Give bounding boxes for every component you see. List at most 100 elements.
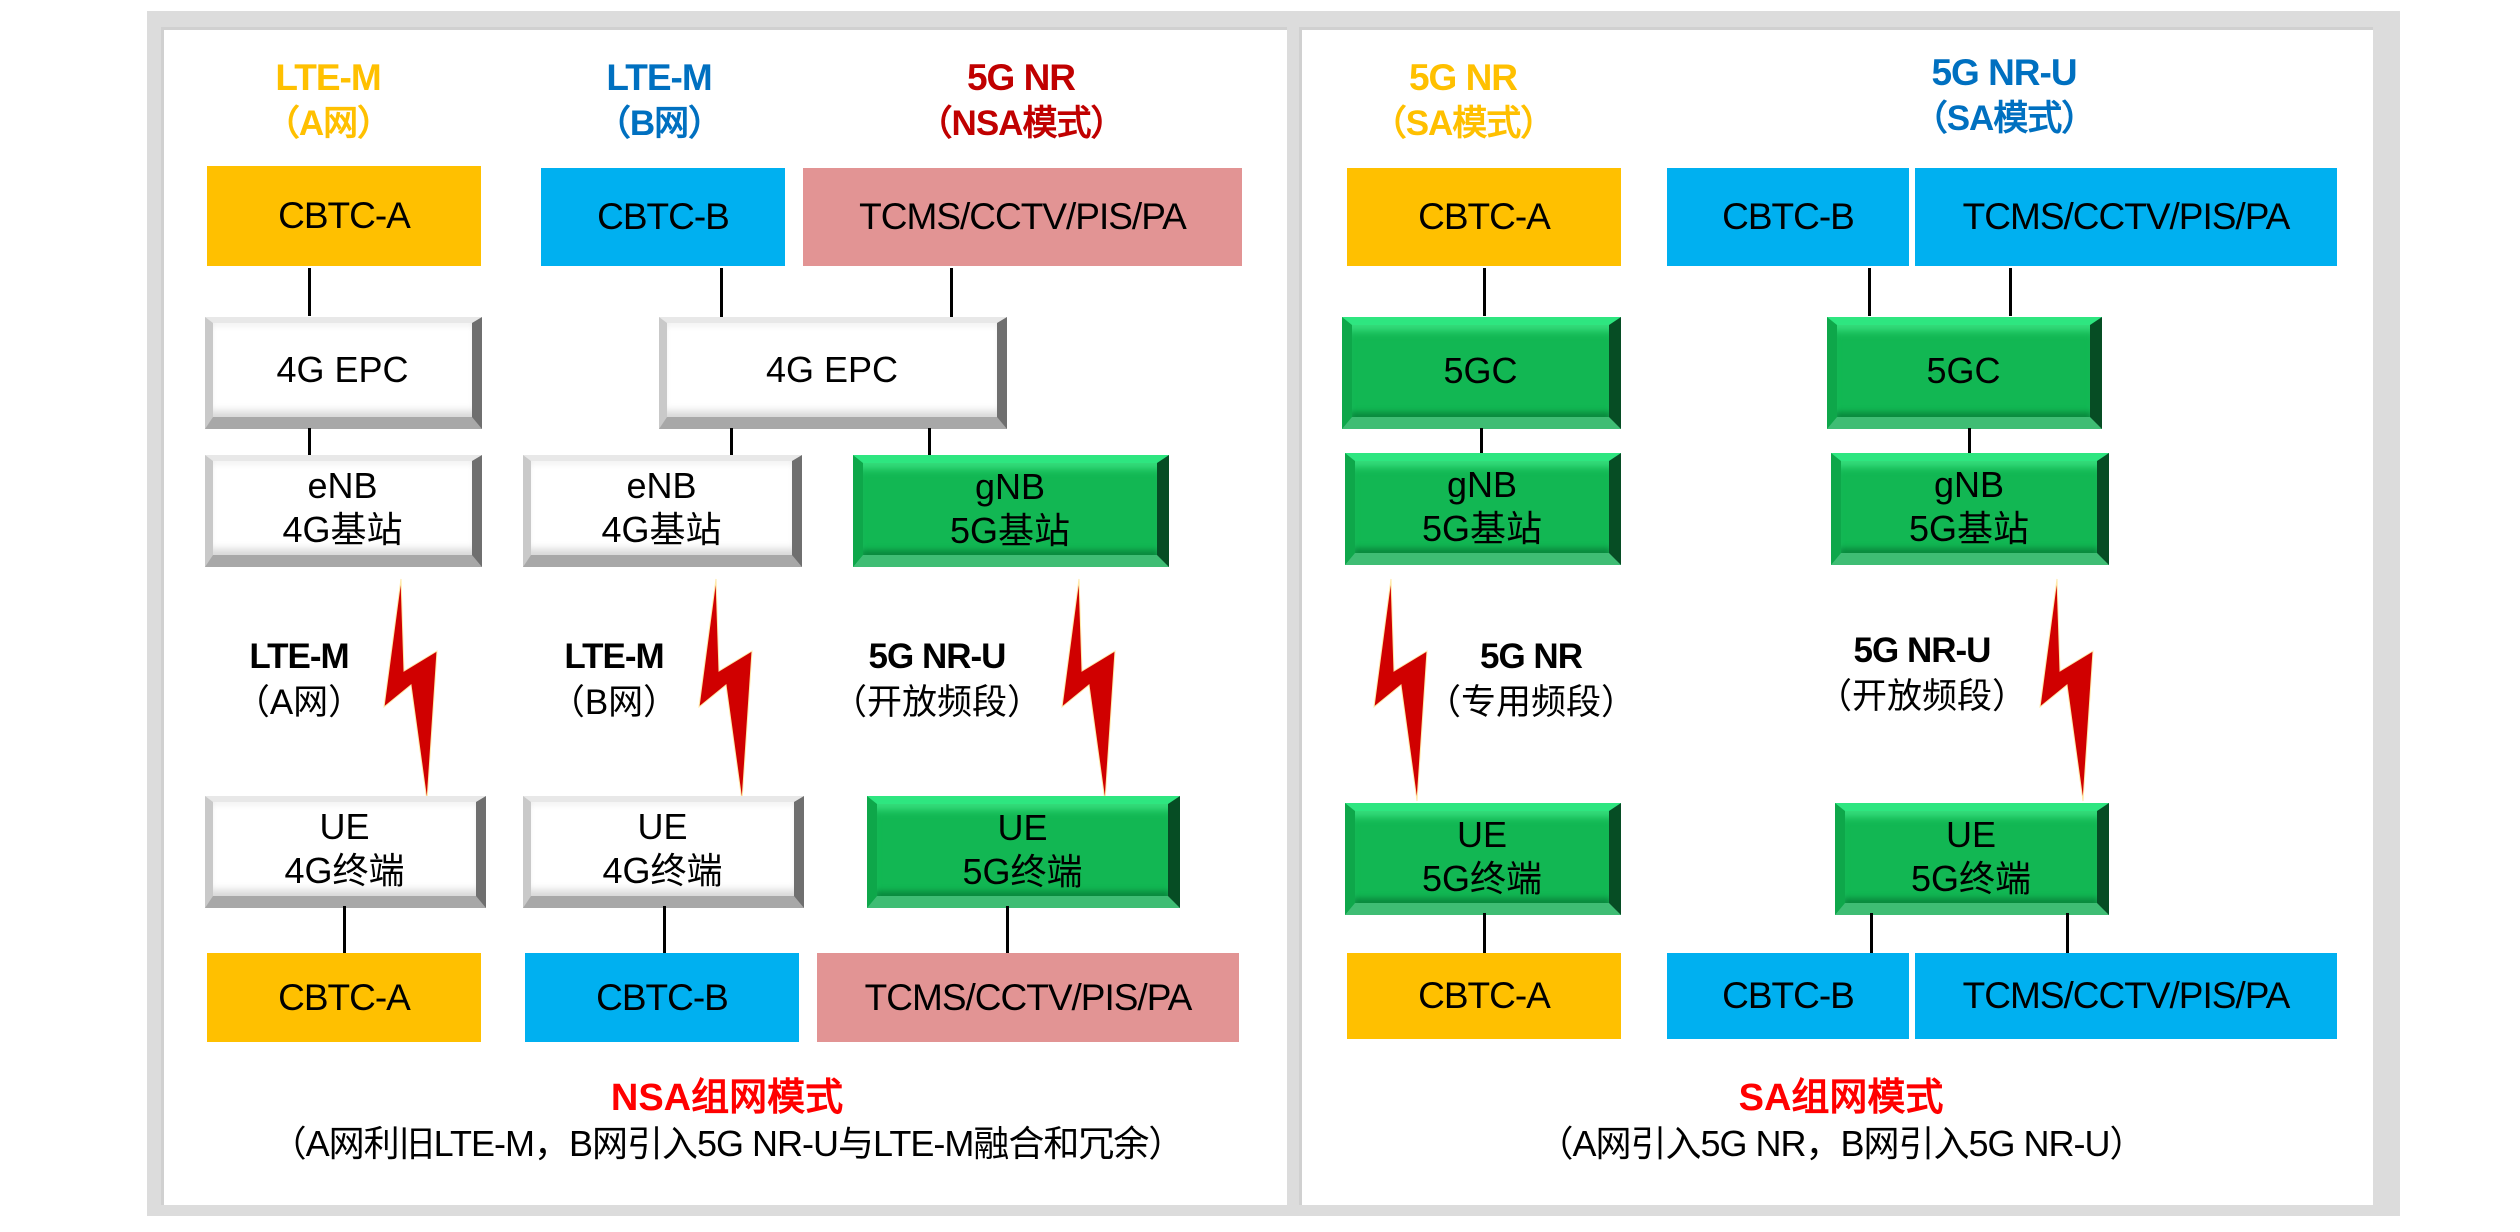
radio-line1: LTE-M <box>249 637 349 676</box>
header-line1: 5G NR-U <box>1931 52 2077 93</box>
connector-line <box>308 428 311 456</box>
lightning-bolt-icon <box>698 578 753 802</box>
radio-line1: 5G NR <box>1480 637 1583 676</box>
nsa-core-4g-epc-a: 4G EPC <box>205 317 482 429</box>
service-label: TCMS/CCTV/PIS/PA <box>859 196 1187 237</box>
service-label: CBTC-A <box>1418 975 1551 1016</box>
nsa-caption-subtitle: （A网利旧LTE-M，B网引入5G NR-U与LTE-M融合和冗余） <box>270 1123 1185 1164</box>
nsa-bottom-cbtc-b: CBTC-B <box>525 953 799 1042</box>
service-label: TCMS/CCTV/PIS/PA <box>1962 196 2291 237</box>
core-label: 4G EPC <box>276 349 409 390</box>
service-label: CBTC-A <box>1418 196 1551 237</box>
radio-line2: （开放频段） <box>831 683 1042 722</box>
radio-line1: 5G NR-U <box>1853 631 1992 670</box>
connector-line <box>1006 906 1009 954</box>
sa-radio-label-5g-nr: 5G NR （专用频段） <box>1401 634 1661 726</box>
connector-line <box>308 268 311 316</box>
radio-line1: LTE-M <box>564 637 664 676</box>
node-line2: 4G终端 <box>602 850 723 891</box>
connector-line <box>1483 268 1486 316</box>
core-label: 4G EPC <box>765 349 899 390</box>
sa-terminal-ue-b: UE 5G终端 <box>1835 803 2109 915</box>
service-label: CBTC-B <box>1722 975 1855 1016</box>
sa-caption-subtitle: （A网引入5G NR，B网引入5G NR-U） <box>1537 1123 2145 1164</box>
nsa-radio-label-lte-m-b: LTE-M （B网） <box>484 634 744 726</box>
node-line1: UE <box>1945 814 1996 855</box>
node-line2: 5G基站 <box>1421 508 1543 549</box>
connector-line <box>730 428 733 456</box>
header-line1: 5G NR <box>1408 57 1518 98</box>
lightning-bolt-icon <box>1061 578 1116 802</box>
core-label: 5GC <box>1443 350 1518 391</box>
node-line2: 5G基站 <box>1908 508 2030 549</box>
nsa-base-station-gnb: gNB 5G基站 <box>853 455 1169 567</box>
nsa-header-5g-nr: 5G NR （NSA模式） <box>861 55 1181 147</box>
lightning-bolt-icon <box>383 578 438 802</box>
nsa-radio-label-5g-nr-u: 5G NR-U （开放频段） <box>797 634 1077 726</box>
lightning-bolt-icon <box>2039 578 2094 802</box>
nsa-top-tcms: TCMS/CCTV/PIS/PA <box>803 168 1242 266</box>
header-line1: LTE-M <box>606 57 712 98</box>
header-line2: （NSA模式） <box>917 104 1126 143</box>
sa-radio-label-5g-nr-u: 5G NR-U （开放频段） <box>1782 628 2062 720</box>
node-line1: gNB <box>974 466 1046 507</box>
connector-line <box>2066 913 2069 953</box>
nsa-terminal-ue-5g: UE 5G终端 <box>867 796 1180 908</box>
lightning-bolt-icon <box>1373 578 1428 802</box>
sa-base-station-gnb-a: gNB 5G基站 <box>1345 453 1621 565</box>
service-label: CBTC-A <box>278 195 411 236</box>
connector-line <box>343 906 346 954</box>
sa-core-5gc-a: 5GC <box>1342 317 1621 429</box>
service-label: CBTC-A <box>278 976 411 1018</box>
node-line1: gNB <box>1446 464 1518 505</box>
node-line1: UE <box>997 807 1048 848</box>
sa-caption-title: SA组网模式 <box>1738 1077 1944 1119</box>
sa-bottom-tcms: TCMS/CCTV/PIS/PA <box>1915 953 2337 1039</box>
sa-bottom-cbtc-b: CBTC-B <box>1667 953 1909 1039</box>
connector-line <box>1868 268 1871 316</box>
header-line1: LTE-M <box>275 57 381 98</box>
sa-terminal-ue-a: UE 5G终端 <box>1345 803 1621 915</box>
node-line2: 5G基站 <box>949 510 1071 551</box>
connector-line <box>928 428 931 456</box>
header-line2: （A网） <box>264 104 392 143</box>
sa-base-station-gnb-b: gNB 5G基站 <box>1831 453 2109 565</box>
node-line1: UE <box>1456 814 1507 855</box>
radio-line2: （A网） <box>234 683 364 722</box>
connector-line <box>1968 428 1971 454</box>
node-line2: 5G终端 <box>1910 858 2032 899</box>
node-line2: 5G终端 <box>962 851 1083 892</box>
service-label: CBTC-B <box>596 976 729 1018</box>
nsa-top-cbtc-b: CBTC-B <box>541 168 785 266</box>
nsa-bottom-cbtc-a: CBTC-A <box>207 953 481 1042</box>
connector-line <box>720 268 723 318</box>
sa-core-5gc-b: 5GC <box>1827 317 2102 429</box>
sa-header-5g-nr-u: 5G NR-U （SA模式） <box>1844 50 2164 142</box>
nsa-base-station-enb-b: eNB 4G基站 <box>523 455 802 567</box>
node-line1: UE <box>637 806 688 847</box>
service-label: TCMS/CCTV/PIS/PA <box>864 976 1193 1018</box>
node-line2: 4G基站 <box>601 509 722 550</box>
node-line2: 4G终端 <box>284 850 405 891</box>
radio-line1: 5G NR-U <box>868 637 1007 676</box>
sa-top-cbtc-b: CBTC-B <box>1667 168 1909 266</box>
sa-header-5g-nr: 5G NR （SA模式） <box>1303 55 1623 147</box>
nsa-caption-title: NSA组网模式 <box>610 1077 844 1119</box>
nsa-core-4g-epc-b: 4G EPC <box>659 317 1007 429</box>
nsa-header-lte-m-b: LTE-M （B网） <box>499 55 819 147</box>
nsa-terminal-ue-b: UE 4G终端 <box>523 796 804 908</box>
nsa-header-lte-m-a: LTE-M （A网） <box>168 55 488 147</box>
connector-line <box>1480 428 1483 454</box>
service-label: CBTC-B <box>1722 196 1855 237</box>
header-line2: （B网） <box>595 104 723 143</box>
header-line1: 5G NR <box>966 57 1076 98</box>
node-line2: 4G基站 <box>282 509 403 550</box>
header-line2: （SA模式） <box>1912 99 2097 138</box>
nsa-top-cbtc-a: CBTC-A <box>207 166 481 266</box>
node-line1: eNB <box>307 465 378 506</box>
node-line1: UE <box>319 806 370 847</box>
nsa-radio-label-lte-m-a: LTE-M （A网） <box>169 634 429 726</box>
nsa-base-station-enb-a: eNB 4G基站 <box>205 455 482 567</box>
nsa-bottom-tcms: TCMS/CCTV/PIS/PA <box>817 953 1239 1042</box>
radio-line2: （B网） <box>549 683 679 722</box>
